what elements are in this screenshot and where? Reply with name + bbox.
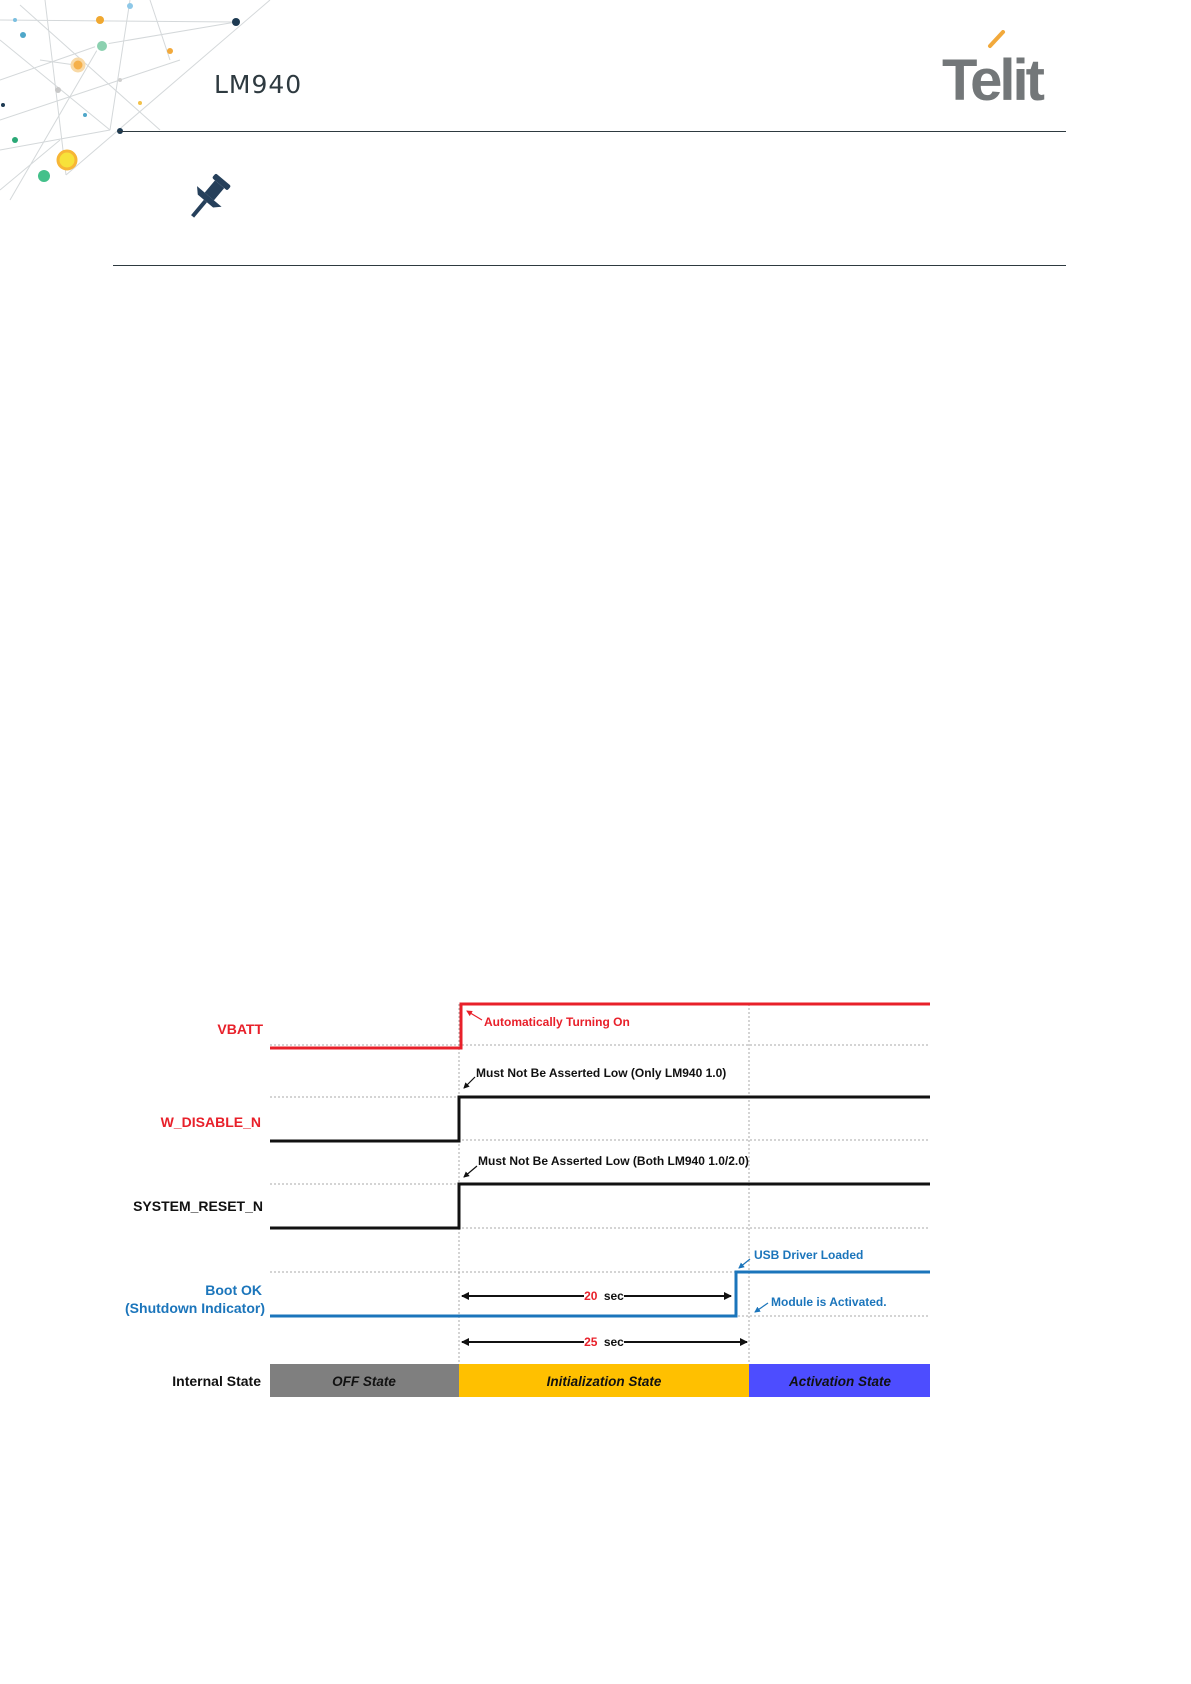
activation-state-label: Activation State <box>788 1374 892 1389</box>
svg-text:Telit: Telit <box>942 48 1045 105</box>
duration-20-label: 20 sec <box>584 1289 624 1303</box>
note-bottom-rule <box>113 265 1066 266</box>
duration-20-unit: sec <box>604 1289 624 1303</box>
duration-25-unit: sec <box>604 1335 624 1349</box>
duration-20-value: 20 <box>584 1289 598 1303</box>
module-activated-annotation: Module is Activated. <box>771 1295 887 1309</box>
vbatt-waveform <box>270 1002 930 1050</box>
usb-loaded-annotation: USB Driver Loaded <box>754 1248 863 1262</box>
telit-logo: Telit <box>942 30 1048 105</box>
pushpin-icon <box>191 174 231 218</box>
w-disable-annotation: Must Not Be Asserted Low (Only LM940 1.0… <box>476 1066 726 1080</box>
initialization-state-block <box>459 1364 749 1397</box>
off-state-block <box>270 1364 459 1397</box>
auto-on-annotation: Automatically Turning On <box>484 1015 630 1029</box>
shutdown-indicator-label: (Shutdown Indicator) <box>125 1300 265 1316</box>
power-on-timing-diagram: VBATT Automatically Turning On W_DISABLE… <box>125 1002 930 1397</box>
w-disable-waveform <box>270 1095 930 1143</box>
header-rule <box>118 131 1066 132</box>
decorative-network-graphic <box>0 0 271 201</box>
boot-ok-waveform <box>270 1270 930 1318</box>
duration-25-label: 25 sec <box>584 1335 624 1349</box>
w-disable-label: W_DISABLE_N <box>161 1114 261 1130</box>
initialization-state-label: Initialization State <box>547 1374 662 1389</box>
boot-ok-label: Boot OK <box>205 1282 262 1298</box>
vbatt-label: VBATT <box>217 1021 263 1037</box>
system-reset-annotation: Must Not Be Asserted Low (Both LM940 1.0… <box>478 1154 749 1168</box>
activation-state-block <box>749 1364 930 1397</box>
system-reset-waveform <box>270 1182 930 1230</box>
duration-25-value: 25 <box>584 1335 598 1349</box>
internal-state-label: Internal State <box>172 1373 261 1389</box>
document-title: LM940 <box>214 70 303 99</box>
system-reset-label: SYSTEM_RESET_N <box>133 1198 263 1214</box>
off-state-label: OFF State <box>332 1374 396 1389</box>
